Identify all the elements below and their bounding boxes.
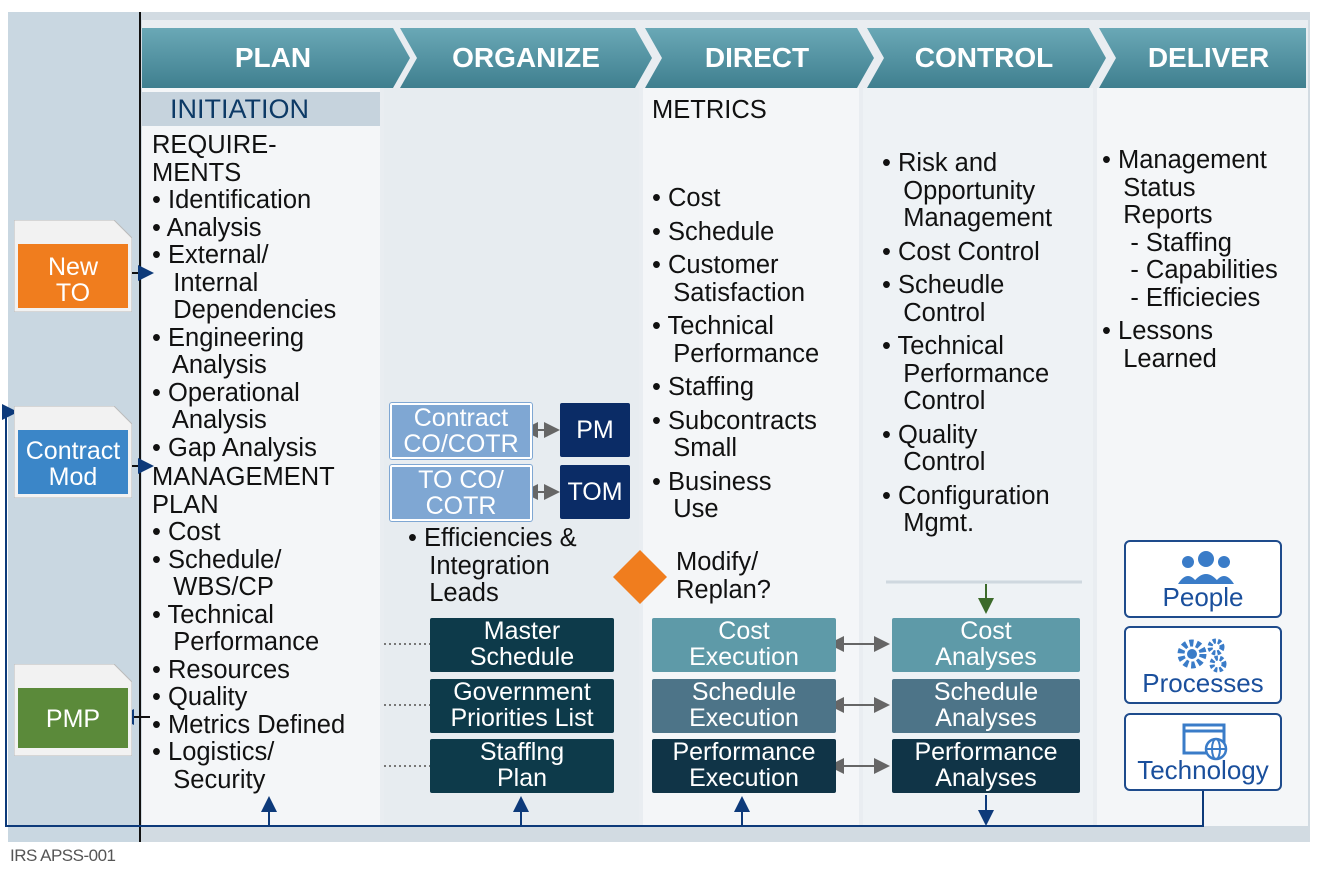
phase-arrow-deliver	[1099, 28, 1306, 88]
new-to-document: New TO	[13, 219, 133, 313]
processes-label: Processes	[1142, 668, 1264, 698]
metrics-list: • Cost• Schedule• Customer Satisfaction•…	[652, 131, 819, 551]
phase-arrow-control	[867, 28, 1106, 88]
technology-label: Technology	[1137, 755, 1269, 785]
phase-arrow-organize	[400, 28, 652, 88]
contract-mod-document: Contract Mod	[13, 405, 133, 499]
phase-arrow-direct	[645, 28, 874, 88]
decision-diamond	[613, 550, 667, 604]
requirements-heading: REQUIRE- MENTS	[152, 131, 277, 187]
pmp-document: PMP	[13, 663, 133, 757]
phase-label-organize: ORGANIZE	[452, 42, 600, 73]
efficiencies-item: • Efficiencies & Integration Leads	[408, 524, 577, 607]
document-icon	[13, 663, 133, 757]
processes-card: Processes	[1124, 626, 1282, 704]
schedule-analyses-box: Schedule Analyses	[892, 679, 1080, 733]
metrics-items: • Cost• Schedule• Customer Satisfaction•…	[652, 184, 820, 524]
metrics-heading: METRICS	[652, 96, 767, 124]
requirements-list: • Identification • Analysis • External/ …	[152, 186, 337, 462]
contract-co-cotr-box: Contract CO/COTR	[390, 403, 532, 459]
document-icon	[13, 219, 133, 313]
gears-icon	[1177, 638, 1227, 673]
management-plan-list: • Cost • Schedule/ WBS/CP • Technical Pe…	[152, 518, 346, 794]
document-icon	[13, 405, 133, 499]
figure-id: IRS APSS-001	[10, 846, 116, 865]
priorities-list-box: Government Priorities List	[430, 679, 614, 733]
management-plan-heading: MANAGEMENT PLAN	[152, 463, 335, 519]
modify-replan-label: Modify/ Replan?	[676, 548, 771, 604]
pm-box: PM	[560, 403, 630, 457]
people-label: People	[1162, 582, 1244, 612]
deliver-list: • Management Status Reports - Staffing -…	[1102, 92, 1278, 401]
plan-column	[142, 88, 380, 826]
phase-label-direct: DIRECT	[704, 42, 810, 73]
control-list: • Risk and Opportunity Management• Cost …	[882, 95, 1052, 565]
contract-mod-label: Contract Mod	[25, 437, 121, 491]
performance-analyses-box: Performance Analyses	[892, 739, 1080, 793]
initiation-heading: INITIATION	[142, 92, 380, 126]
technology-card: Technology	[1124, 713, 1282, 791]
phase-label-control: CONTROL	[914, 42, 1054, 73]
schedule-execution-box: Schedule Execution	[652, 679, 836, 733]
new-to-label: New TO	[47, 253, 98, 307]
pmp-label: PMP	[45, 705, 101, 733]
cost-analyses-box: Cost Analyses	[892, 618, 1080, 672]
performance-execution-box: Performance Execution	[652, 739, 836, 793]
technology-icon	[1182, 723, 1228, 761]
staffing-plan-box: Stafflng Plan	[430, 739, 614, 793]
phase-label-plan: PLAN	[234, 42, 312, 73]
to-co-cotr-box: TO CO/ COTR	[390, 465, 532, 521]
phase-arrow-plan	[142, 28, 410, 88]
phase-label-deliver: DELIVER	[1147, 42, 1270, 73]
tom-box: TOM	[560, 465, 630, 519]
master-schedule-box: Master Schedule	[430, 618, 614, 672]
phase-arrows	[142, 28, 1306, 88]
people-card: People	[1124, 540, 1282, 618]
people-icon	[1178, 551, 1234, 584]
cost-execution-box: Cost Execution	[652, 618, 836, 672]
control-items: • Risk and Opportunity Management• Cost …	[882, 149, 1053, 537]
deliver-items: • Management Status Reports - Staffing -…	[1102, 146, 1278, 373]
